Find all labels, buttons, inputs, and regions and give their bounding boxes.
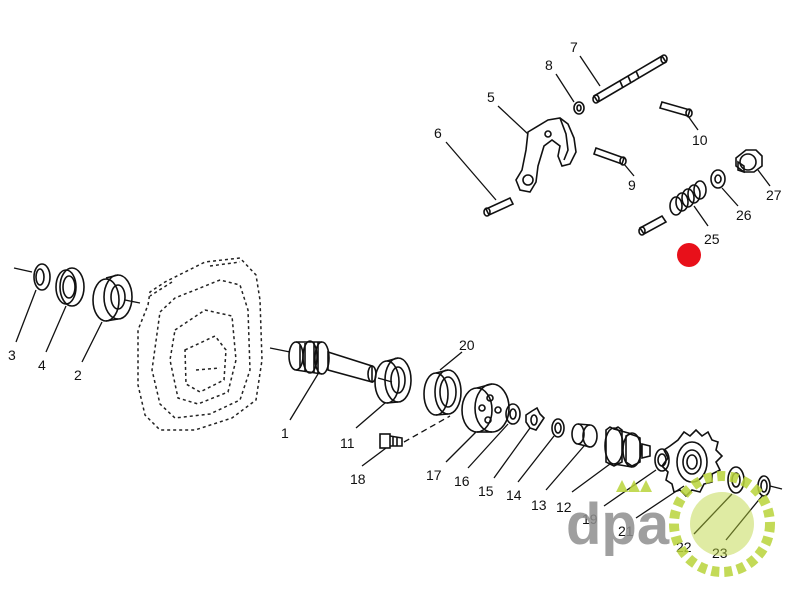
spring-25 <box>669 180 707 216</box>
snap-ring-3 <box>13 263 51 291</box>
label-5: 5 <box>487 89 495 105</box>
snap-ring-23 <box>757 475 783 497</box>
label-4: 4 <box>38 357 46 373</box>
label-26: 26 <box>736 207 752 223</box>
gear-21 <box>660 428 724 498</box>
label-6: 6 <box>434 125 442 141</box>
ring-4 <box>55 267 85 307</box>
label-14: 14 <box>506 487 522 503</box>
label-16: 16 <box>454 473 470 489</box>
label-7: 7 <box>570 39 578 55</box>
label-3: 3 <box>8 347 16 363</box>
detent-pin <box>638 214 668 236</box>
bolt-18 <box>379 415 451 449</box>
carrier-17 <box>461 383 510 433</box>
label-19: 19 <box>582 511 598 527</box>
bearing-11 <box>374 357 412 404</box>
label-15: 15 <box>478 483 494 499</box>
input-shaft-1 <box>269 340 393 384</box>
label-25: 25 <box>704 231 720 247</box>
ring-14 <box>551 418 565 438</box>
pin-6 <box>483 196 515 217</box>
plug-27 <box>735 149 763 174</box>
label-10: 10 <box>692 132 708 148</box>
shift-fork-5 <box>515 117 577 193</box>
label-2: 2 <box>74 367 82 383</box>
label-18: 18 <box>350 471 366 487</box>
lock-washer-15 <box>525 406 546 431</box>
label-27: 27 <box>766 187 782 203</box>
washer-26 <box>710 169 726 189</box>
bearing-cup-20 <box>423 369 462 416</box>
label-23: 23 <box>712 545 728 561</box>
label-8: 8 <box>545 57 553 73</box>
label-1: 1 <box>281 425 289 441</box>
gear-12 <box>604 426 651 468</box>
pin-9 <box>592 146 627 166</box>
o-ring-8 <box>573 101 585 115</box>
label-21: 21 <box>618 523 634 539</box>
pin-10 <box>658 101 693 118</box>
label-11: 11 <box>340 435 355 451</box>
washer-16 <box>505 403 521 425</box>
bushing-13 <box>571 423 598 448</box>
label-17: 17 <box>426 467 442 483</box>
label-20: 20 <box>459 337 475 353</box>
transmission-housing <box>137 257 263 431</box>
label-12: 12 <box>556 499 572 515</box>
shift-rod-7 <box>592 54 668 104</box>
label-9: 9 <box>628 177 636 193</box>
logo-text: dpa <box>566 492 670 557</box>
dpa-logo-watermark: dpa <box>566 471 775 577</box>
highlight-marker <box>677 243 701 267</box>
bearing-2 <box>92 274 141 322</box>
label-13: 13 <box>531 497 547 513</box>
